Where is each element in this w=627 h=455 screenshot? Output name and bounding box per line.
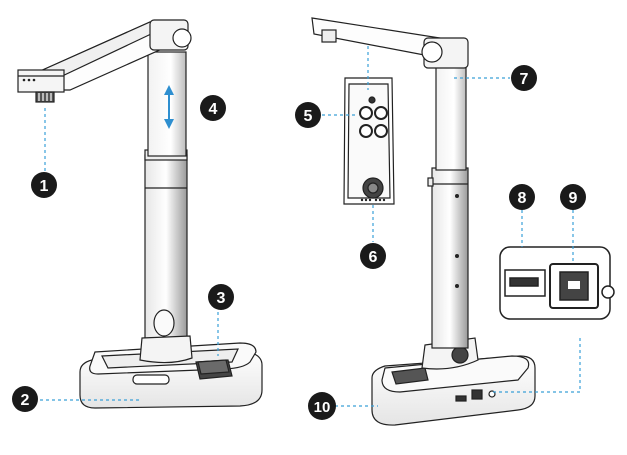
- callout-6: 6: [360, 243, 386, 269]
- back-pole-knob: [451, 346, 469, 364]
- callout-3: 3: [208, 284, 234, 310]
- callout-4: 4: [200, 95, 226, 121]
- svg-text:7: 7: [520, 71, 529, 88]
- svg-text:5: 5: [304, 108, 313, 125]
- callout-7: 7: [511, 65, 537, 91]
- control-indicator-light: [368, 96, 376, 104]
- control-button-1: [359, 106, 373, 120]
- front-view-device: [17, 19, 263, 409]
- svg-text:10: 10: [314, 399, 331, 416]
- control-button-4: [374, 124, 388, 138]
- height-adjust-arrow-icon: [164, 85, 174, 129]
- back-port-usb: [455, 395, 467, 402]
- callout-1: 1: [31, 172, 57, 198]
- callout-5: 5: [295, 102, 321, 128]
- svg-text:8: 8: [518, 190, 527, 207]
- callout-8: 8: [509, 184, 535, 210]
- back-base-button: [391, 367, 429, 385]
- svg-text:6: 6: [369, 249, 378, 266]
- control-button-3: [359, 124, 373, 138]
- callout-10: 10: [308, 392, 336, 420]
- back-view-device: [311, 17, 536, 426]
- back-port-usb-b: [471, 389, 483, 400]
- svg-text:1: 1: [40, 178, 49, 195]
- callout-2: 2: [12, 386, 38, 412]
- svg-text:3: 3: [217, 290, 226, 307]
- svg-text:4: 4: [209, 101, 218, 118]
- front-camera-head: [17, 69, 65, 93]
- control-panel-detail: [343, 77, 395, 205]
- callout-9: 9: [560, 184, 586, 210]
- control-button-2: [374, 106, 388, 120]
- front-pole-knob: [153, 309, 175, 337]
- port-detail-zoom: [499, 246, 615, 320]
- svg-text:9: 9: [569, 190, 578, 207]
- front-camera-lens: [35, 91, 55, 103]
- front-base-logo: [132, 374, 170, 385]
- leader-lines: [40, 46, 581, 407]
- svg-text:2: 2: [21, 392, 30, 409]
